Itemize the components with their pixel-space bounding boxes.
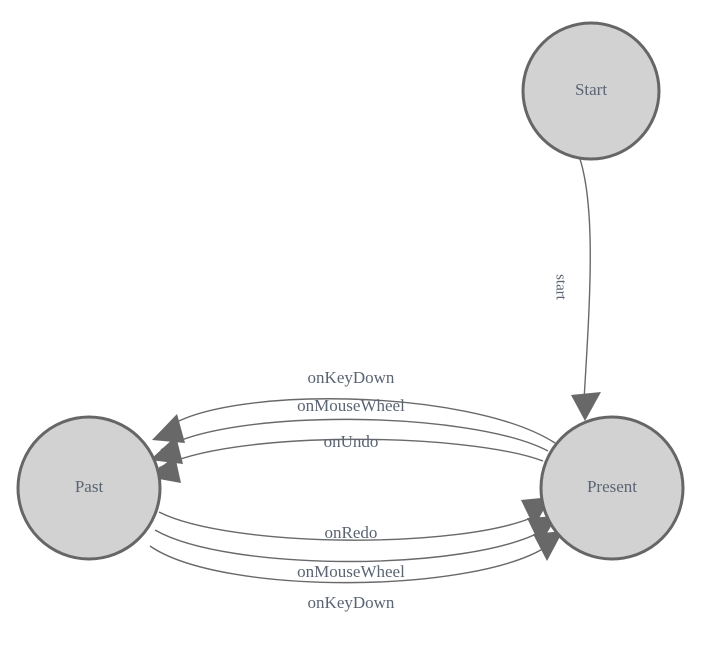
edge-path-past-present-2 — [154, 529, 545, 563]
edge-start-present[interactable]: start — [553, 158, 601, 421]
edge-path-present-past-3 — [158, 438, 544, 469]
node-start-circle — [521, 21, 661, 161]
node-present-label: Present — [587, 477, 637, 496]
edge-past-present-onkeydown[interactable]: onKeyDown — [149, 531, 563, 612]
edge-path-present-past-1 — [163, 398, 556, 444]
edge-path-start-present — [579, 158, 591, 401]
edge-present-past-onmousewheel[interactable]: onMouseWheel — [150, 396, 549, 464]
edge-label-present-past-3: onUndo — [324, 432, 379, 451]
edge-label-present-past-1: onKeyDown — [308, 368, 395, 387]
node-past[interactable]: Past — [16, 415, 162, 561]
edge-path-past-present-3 — [149, 544, 550, 584]
edge-label-start: start — [553, 274, 569, 301]
edge-label-past-present-1: onRedo — [325, 523, 378, 542]
edge-past-present-onredo[interactable]: onRedo — [158, 497, 551, 542]
edge-label-past-present-2: onMouseWheel — [297, 562, 405, 581]
edge-label-present-past-2: onMouseWheel — [297, 396, 405, 415]
edge-path-past-present-1 — [158, 511, 539, 541]
node-present[interactable]: Present — [539, 415, 685, 561]
node-past-label: Past — [75, 477, 104, 496]
arrowhead-present-past-1 — [152, 414, 185, 443]
node-past-circle — [16, 415, 162, 561]
edge-present-past-onkeydown[interactable]: onKeyDown — [152, 368, 556, 444]
node-present-circle — [539, 415, 685, 561]
node-start[interactable]: Start — [521, 21, 661, 161]
arrowhead-past-present-3 — [533, 531, 563, 561]
edge-label-past-present-3: onKeyDown — [308, 593, 395, 612]
edge-present-past-onundo[interactable]: onUndo — [148, 432, 544, 483]
arrowhead-start-present — [571, 392, 601, 421]
edge-path-present-past-2 — [160, 418, 549, 452]
node-start-label: Start — [575, 80, 607, 99]
